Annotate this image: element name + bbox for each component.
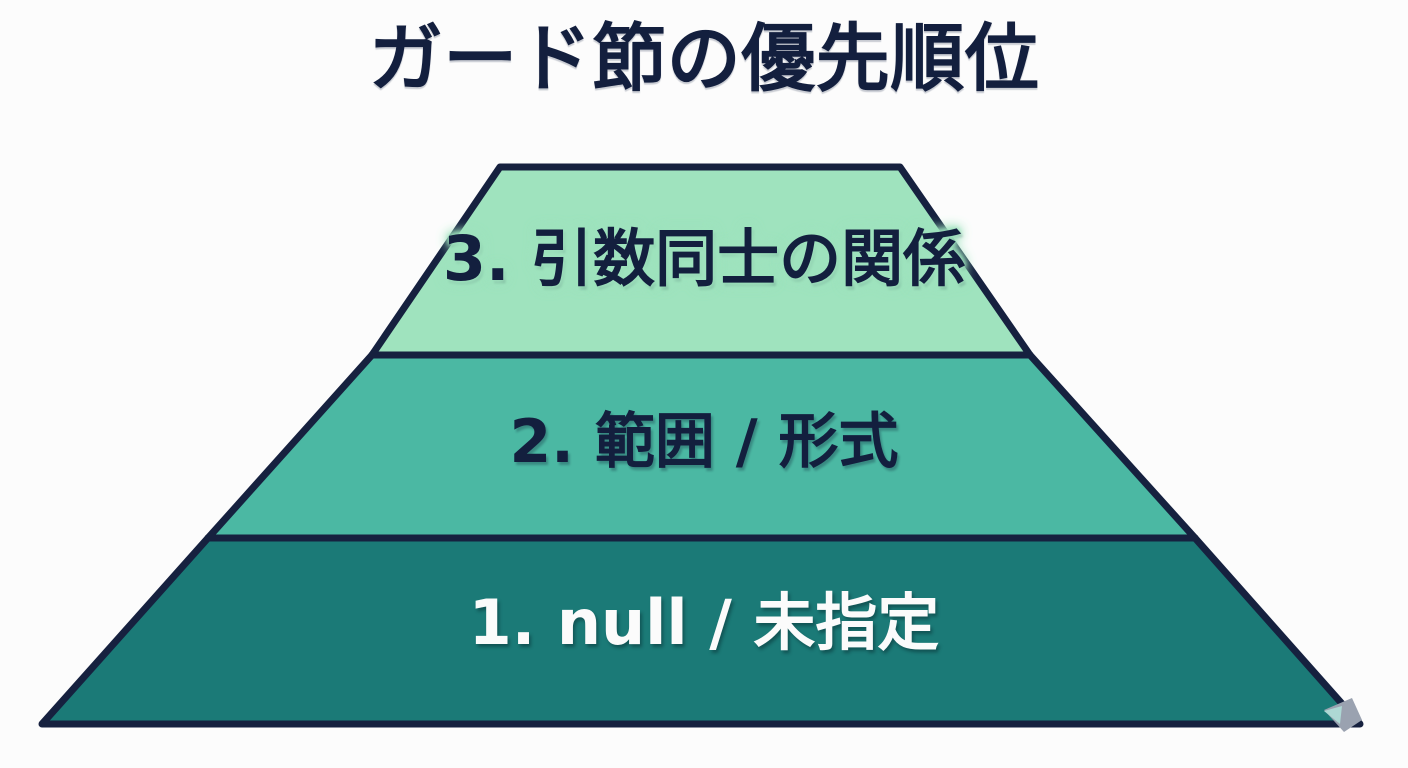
pyramid-tier-bottom[interactable] [38, 534, 1364, 728]
pyramid-tier-middle[interactable] [204, 351, 1199, 542]
pyramid-tier-top[interactable] [368, 163, 1034, 359]
page-title: ガード節の優先順位 [368, 16, 1040, 102]
